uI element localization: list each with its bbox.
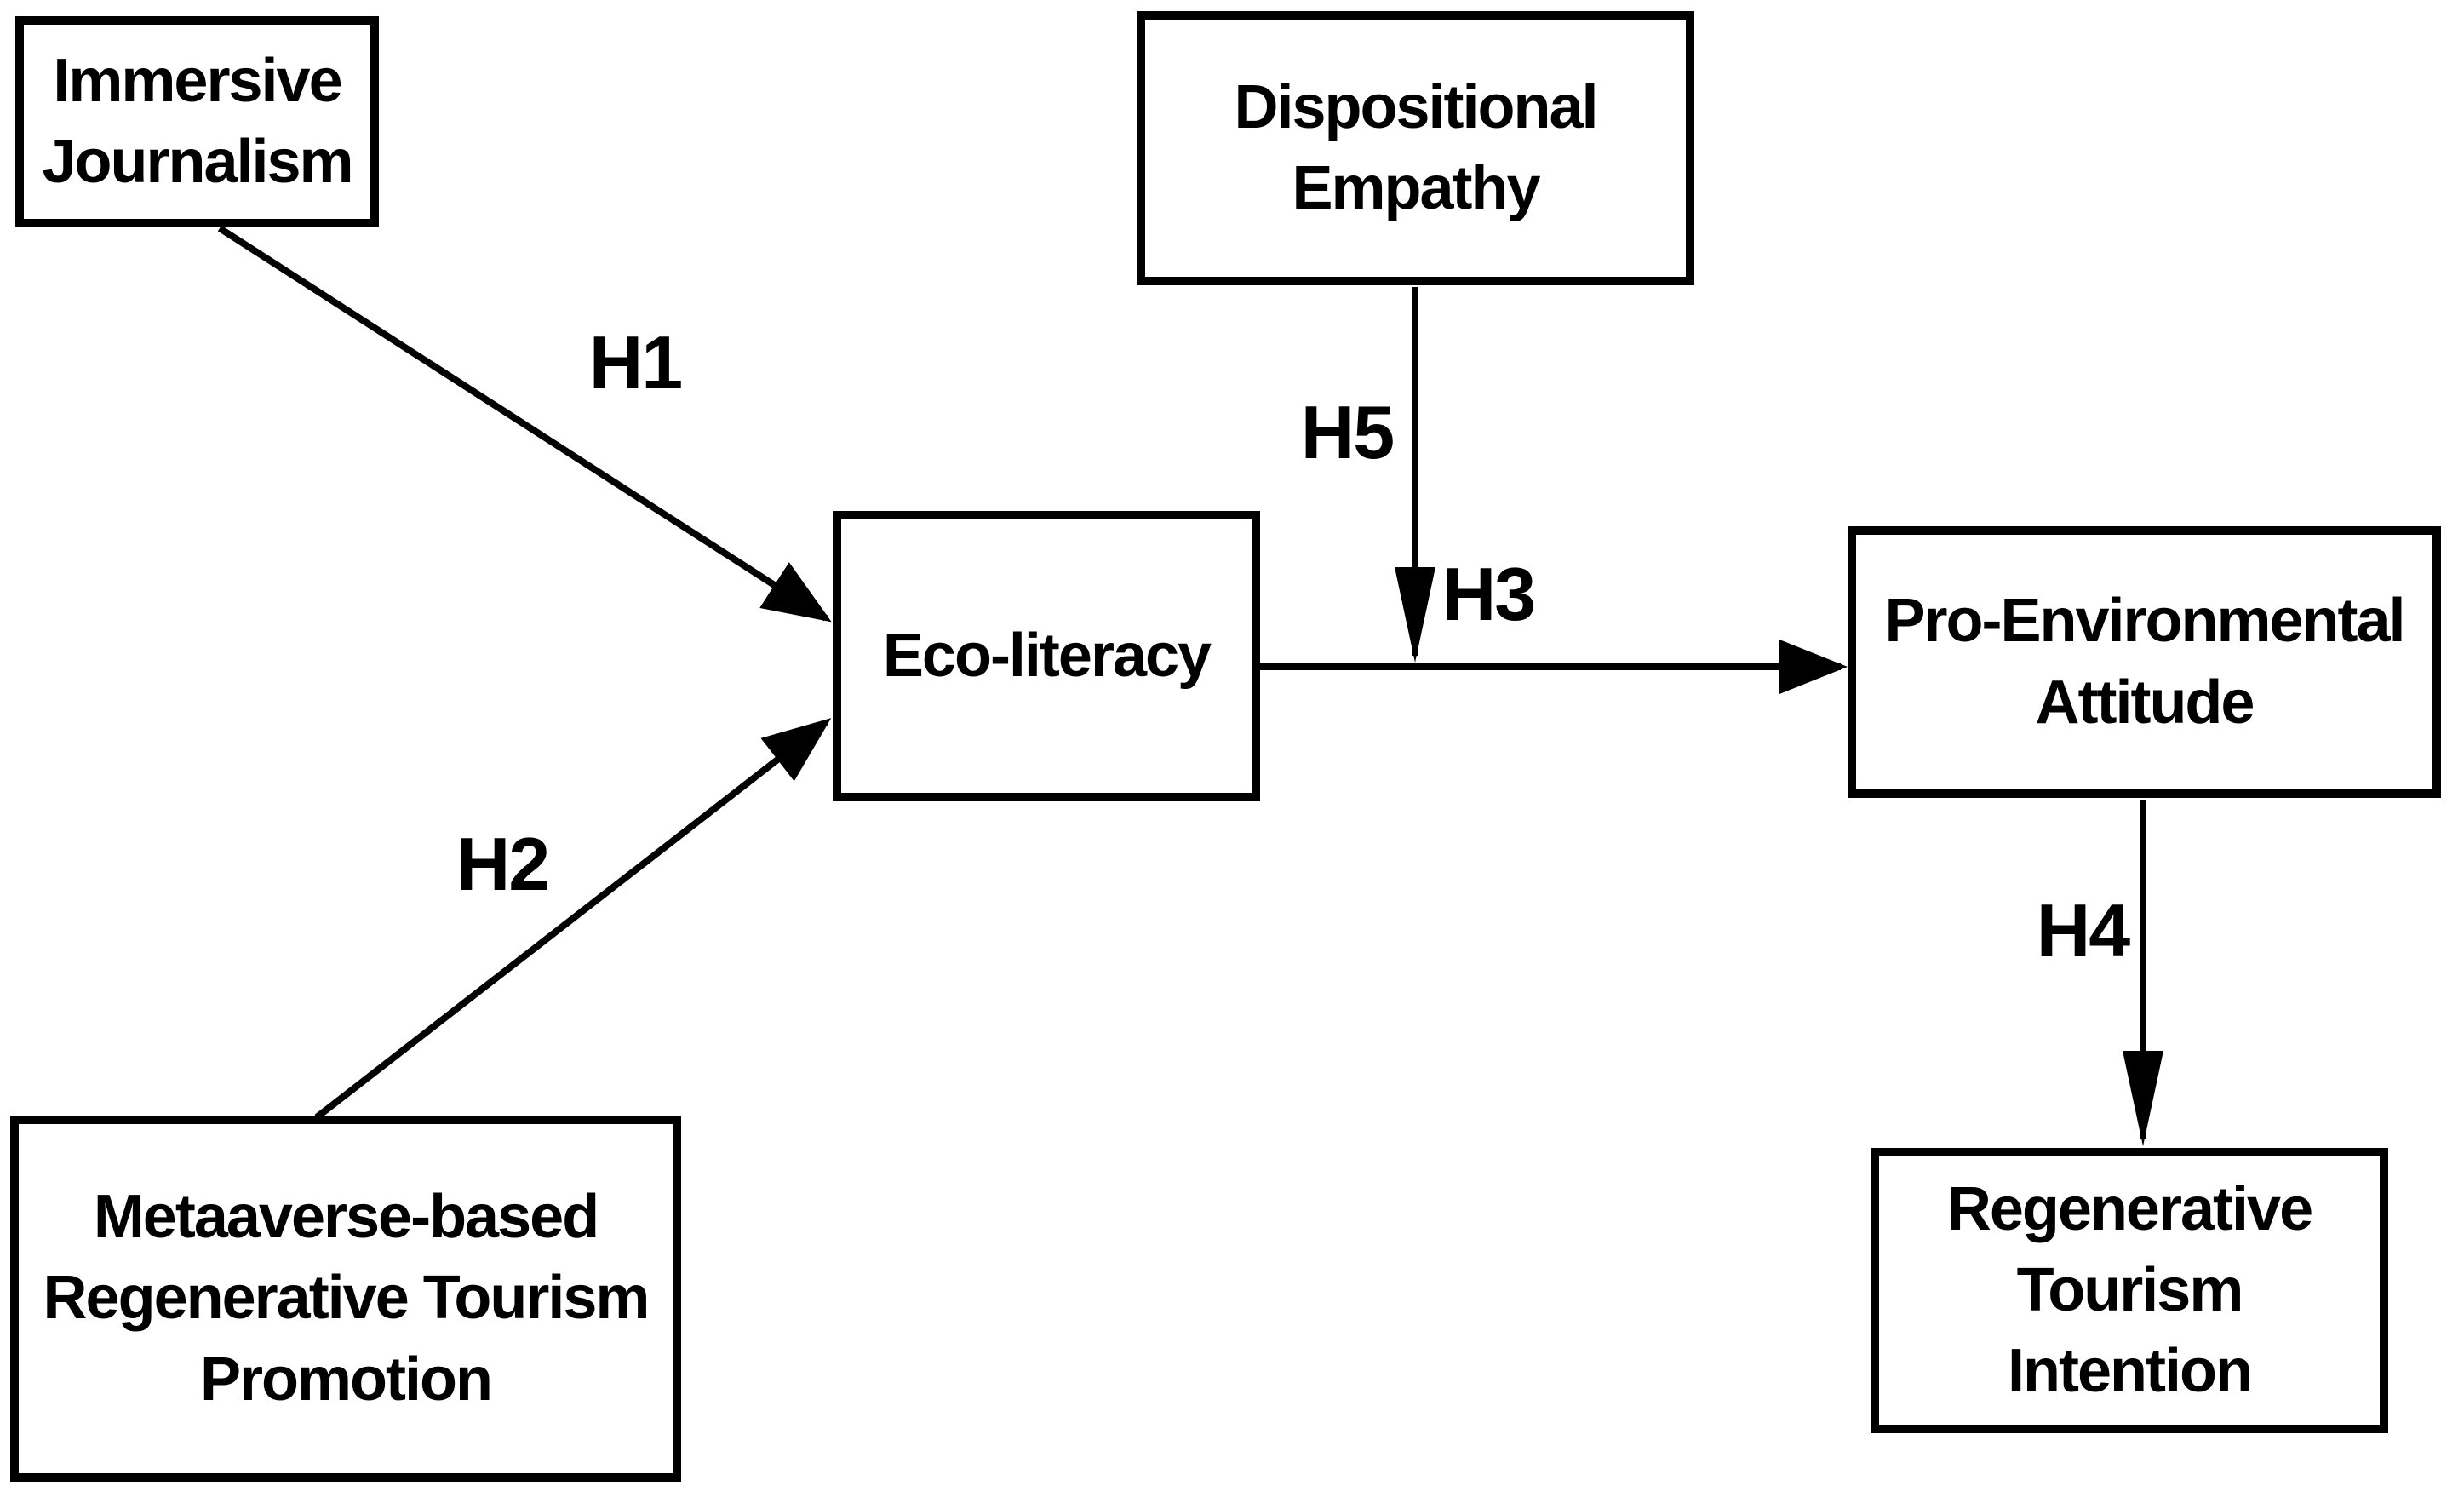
node-metaverse-promotion-label: Metaaverse-based Regenerative Tourism Pr… [43, 1183, 650, 1414]
node-pro-environmental-attitude-label: Pro-Environmental Attitude [1884, 587, 2405, 737]
node-metaverse-promotion: Metaaverse-based Regenerative Tourism Pr… [10, 1116, 681, 1482]
h1-arrow [217, 225, 832, 623]
edge-label-h1: H1 [588, 320, 683, 405]
edge-label-h4: H4 [2036, 888, 2130, 973]
edge-label-h2: H2 [456, 822, 550, 906]
edge-label-h5: H5 [1300, 390, 1395, 474]
node-eco-literacy: Eco-literacy [833, 511, 1260, 801]
node-regenerative-tourism-intention-label: Regenerative Tourism Intention [1946, 1174, 2313, 1406]
h2-arrow [314, 718, 832, 1121]
node-immersive-journalism-label: Immersive Journalism [42, 46, 353, 196]
node-dispositional-empathy-label: Dispositional Empathy [1234, 72, 1598, 222]
node-immersive-journalism: Immersive Journalism [15, 16, 379, 227]
node-regenerative-tourism-intention: Regenerative Tourism Intention [1871, 1148, 2388, 1433]
node-pro-environmental-attitude: Pro-Environmental Attitude [1848, 526, 2441, 798]
edge-label-h3: H3 [1441, 552, 1536, 636]
node-eco-literacy-label: Eco-literacy [882, 621, 1212, 690]
node-dispositional-empathy: Dispositional Empathy [1137, 11, 1694, 285]
